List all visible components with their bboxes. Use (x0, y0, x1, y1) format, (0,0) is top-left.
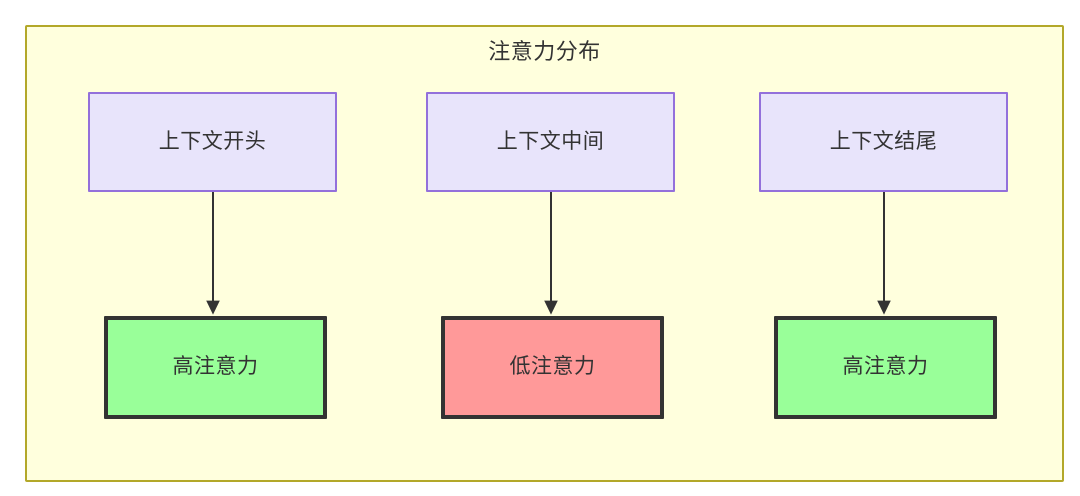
node-attention-low-center-label: 低注意力 (509, 355, 596, 379)
node-context-start-label: 上下文开头 (158, 129, 267, 153)
node-attention-high-right-label: 高注意力 (842, 355, 929, 379)
node-attention-high-left[interactable]: 高注意力 (104, 316, 327, 419)
cluster-title: 注意力分布 (488, 39, 601, 64)
node-attention-high-left-label: 高注意力 (172, 355, 259, 379)
node-attention-high-right[interactable]: 高注意力 (774, 316, 997, 419)
node-context-middle[interactable]: 上下文中间 (426, 92, 675, 192)
node-context-end[interactable]: 上下文结尾 (759, 92, 1008, 192)
node-context-start[interactable]: 上下文开头 (88, 92, 337, 192)
node-context-end-label: 上下文结尾 (829, 129, 938, 153)
node-attention-low-center[interactable]: 低注意力 (441, 316, 664, 419)
node-context-middle-label: 上下文中间 (496, 129, 605, 153)
